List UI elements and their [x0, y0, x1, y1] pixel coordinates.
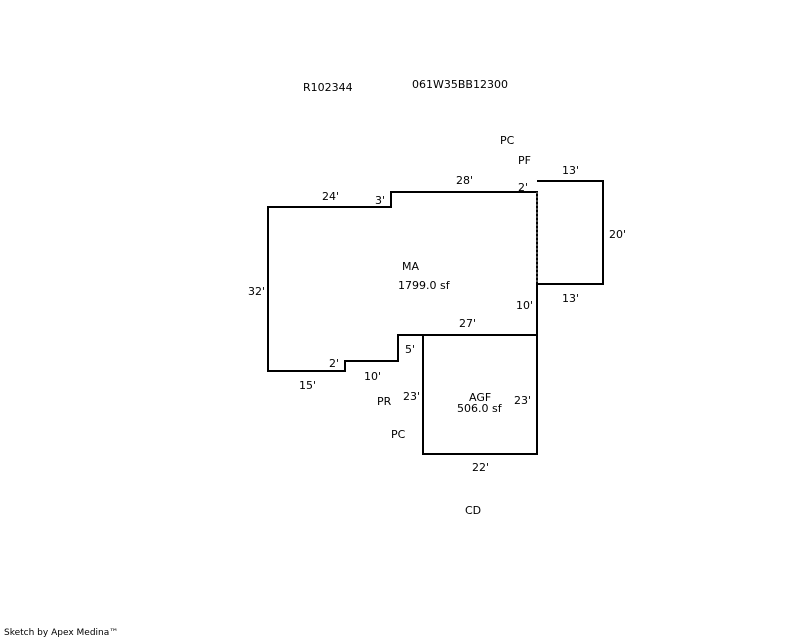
area-code-pf: PF: [518, 154, 531, 167]
dim-main-top-left: 24': [322, 190, 339, 203]
dim-garage-left: 23': [403, 390, 420, 403]
account-id: R102344: [303, 81, 353, 94]
dim-main-top-right: 28': [456, 174, 473, 187]
dim-porch-right: 20': [609, 228, 626, 241]
main-area-size: 1799.0 sf: [398, 279, 451, 292]
dim-main-bottom-mid: 10': [364, 370, 381, 383]
main-area-code: MA: [402, 260, 419, 273]
area-code-pr: PR: [377, 395, 392, 408]
area-code-cd: CD: [465, 504, 481, 517]
dim-main-step-5: 5': [405, 343, 415, 356]
garage-area-code: AGF: [469, 391, 491, 404]
garage-area-size: 506.0 sf: [457, 402, 503, 415]
dim-main-step-top: 3': [375, 194, 385, 207]
dim-main-step-right: 2': [518, 181, 528, 194]
main-area-outline: [267, 191, 538, 372]
area-code-pc-top: PC: [500, 134, 515, 147]
dim-main-left: 32': [248, 285, 265, 298]
dim-main-right-lower: 10': [516, 299, 533, 312]
map-tax-lot: 061W35BB12300: [412, 78, 508, 91]
sketch-credit: Sketch by Apex Medina™: [4, 628, 119, 638]
dim-porch-top: 13': [562, 164, 579, 177]
garage-outline: [422, 334, 538, 455]
dim-main-step-bottom: 2': [329, 357, 339, 370]
area-code-pc-bottom: PC: [391, 428, 406, 441]
dim-porch-bottom: 13': [562, 292, 579, 305]
dim-main-bottom-left: 15': [299, 379, 316, 392]
dim-garage-bottom: 22': [472, 461, 489, 474]
dim-garage-right: 23': [514, 394, 531, 407]
porch-outline: [537, 180, 604, 285]
dim-main-bottom-right: 27': [459, 317, 476, 330]
